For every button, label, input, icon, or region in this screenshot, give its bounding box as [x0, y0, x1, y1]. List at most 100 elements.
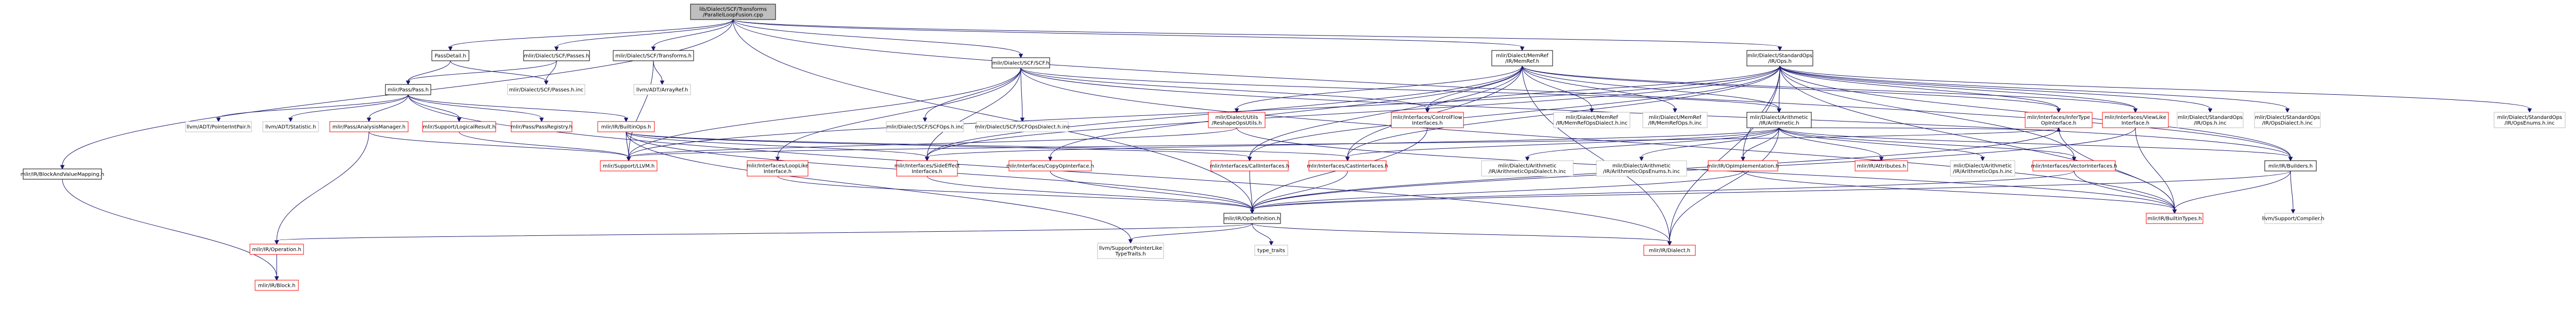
- node-label: Interface.h: [764, 169, 792, 175]
- node-opdef: mlir/IR/OpDefinition.h: [1223, 213, 1281, 224]
- node-label: mlir/Dialect/StandardOps: [1747, 53, 1812, 59]
- node-label: mlir/IR/Dialect.h: [1649, 248, 1691, 254]
- node-callinterfaces[interactable]: mlir/Interfaces/CallInterfaces.h: [1210, 160, 1289, 171]
- dependency-edge: [777, 176, 1255, 214]
- dependency-edge: [1667, 127, 1779, 246]
- dependency-edge: [368, 131, 631, 162]
- node-label: /ReshapeOpsUtils.h: [1211, 121, 1261, 126]
- node-passh: mlir/Pass/Pass.h: [385, 84, 431, 95]
- node-analysismgr[interactable]: mlir/Pass/AnalysisManager.h: [329, 121, 409, 132]
- dependency-edge: [1020, 67, 1025, 123]
- node-label: llvm/ADT/Statistic.h: [265, 125, 316, 130]
- node-label: TypeTraits.h: [1115, 251, 1146, 257]
- node-label: mlir/Dialect/StandardOps: [2255, 115, 2320, 121]
- node-castinterfaces[interactable]: mlir/Interfaces/CastInterfaces.h: [1307, 160, 1388, 171]
- node-root: lib/Dialect/SCF/Transforms/ParallelLoopF…: [690, 4, 776, 20]
- node-label: Interfaces.h: [1412, 121, 1443, 126]
- dependency-edge: [922, 67, 1021, 123]
- node-label: mlir/Interfaces/InferType: [2027, 115, 2090, 121]
- dependency-edge: [1777, 65, 1781, 113]
- node-block[interactable]: mlir/IR/Block.h: [255, 280, 299, 291]
- node-scfopsinc: mlir/Dialect/SCF/SCFOps.h.inc: [886, 121, 964, 132]
- node-logical[interactable]: mlir/Support/LogicalResult.h: [422, 121, 496, 132]
- node-label: mlir/Dialect/StandardOps: [2497, 115, 2562, 121]
- node-opimpl[interactable]: mlir/IR/OpImplementation.h: [1707, 160, 1779, 171]
- dependency-edge: [1741, 127, 1779, 162]
- node-label: mlir/Interfaces/LoopLike: [747, 163, 809, 169]
- node-label: mlir/Support/LLVM.h: [603, 164, 655, 169]
- dependency-edge: [924, 127, 1779, 162]
- node-passregistry[interactable]: mlir/Pass/PassRegistry.h: [511, 121, 573, 132]
- node-aritdialectinc: mlir/Dialect/Arithmetic/IR/ArithmeticOps…: [1481, 160, 1574, 177]
- dependency-edge: [406, 60, 557, 85]
- dependency-edge: [408, 94, 462, 123]
- dependency-edge: [1779, 127, 2061, 132]
- node-label: mlir/Dialect/SCF/SCF.h: [992, 61, 1050, 66]
- node-label: /IR/MemRefOps.h.inc: [1648, 121, 1702, 126]
- node-label: mlir/IR/BuiltinTypes.h: [2147, 216, 2202, 222]
- node-label: mlir/Dialect/Arithmetic: [1498, 163, 1556, 169]
- node-label: /IR/ArithmeticOps.h.inc: [1953, 169, 2012, 175]
- dependency-edge: [2290, 170, 2296, 214]
- node-dialect[interactable]: mlir/IR/Dialect.h: [1643, 245, 1696, 256]
- node-label: mlir/Dialect/SCF/Passes.h.inc: [509, 88, 583, 93]
- node-label: llvm/ADT/PointerIntPair.h: [187, 125, 250, 130]
- dependency-edge: [1250, 170, 2075, 214]
- node-label: mlir/Pass/Pass.h: [388, 88, 429, 93]
- dependency-edge: [1252, 223, 1672, 246]
- dependency-edge: [733, 19, 1525, 52]
- node-scfopsdialect: mlir/Dialect/SCF/SCFOpsDialect.h.inc: [975, 121, 1070, 132]
- node-label: mlir/IR/BuiltinOps.h: [601, 125, 651, 130]
- node-label: llvm/ADT/ArrayRef.h: [636, 88, 688, 93]
- node-compiler: llvm/Support/Compiler.h: [2262, 213, 2325, 224]
- node-label: type_traits: [1257, 248, 1285, 254]
- node-attributes[interactable]: mlir/IR/Attributes.h: [1855, 160, 1908, 171]
- dependency-edge: [733, 19, 2293, 162]
- node-operation[interactable]: mlir/IR/Operation.h: [249, 244, 304, 255]
- node-builtintypes[interactable]: mlir/IR/BuiltinTypes.h: [2146, 213, 2203, 224]
- dependency-edge: [1250, 170, 1743, 214]
- node-vectorinterfaces[interactable]: mlir/Interfaces/VectorInterfaces.h: [2031, 160, 2117, 171]
- dependency-edge: [1779, 127, 2293, 162]
- node-label: /IR/ArithmeticOpsDialect.h.inc: [1489, 169, 1566, 175]
- node-label: mlir/IR/BlockAndValueMapping.h: [21, 172, 105, 178]
- node-label: mlir/Interfaces/VectorInterfaces.h: [2031, 164, 2117, 169]
- node-statistic: llvm/ADT/Statistic.h: [262, 121, 319, 132]
- node-label: mlir/Interfaces/CallInterfaces.h: [1210, 164, 1289, 169]
- node-label: mlir/Dialect/SCF/Passes.h: [524, 54, 590, 59]
- node-label: /IR/MemRef.h: [1505, 59, 1539, 64]
- node-stdops: mlir/Dialect/StandardOps/IR/Ops.h: [1746, 50, 1813, 66]
- node-label: mlir/IR/OpImplementation.h: [1707, 164, 1779, 169]
- node-supportllvm[interactable]: mlir/Support/LLVM.h: [600, 160, 658, 171]
- dependency-edge: [1779, 65, 2138, 113]
- dependency-edge: [1779, 65, 2290, 113]
- node-stdopsenums: mlir/Dialect/StandardOps/IR/OpsEnums.h.i…: [2494, 112, 2566, 128]
- dependency-edge: [1667, 65, 1780, 246]
- dependency-edge: [1779, 127, 1884, 162]
- node-builtinops[interactable]: mlir/IR/BuiltinOps.h: [597, 121, 655, 132]
- dependency-edge: [554, 19, 733, 52]
- dependency-edge: [288, 94, 409, 123]
- node-label: mlir/Dialect/Arithmetic: [1954, 163, 2012, 169]
- dependency-edge: [733, 19, 1023, 59]
- node-label: llvm/Support/PointerLike: [1099, 246, 1163, 251]
- node-label: mlir/Interfaces/ControlFlow: [1392, 115, 1462, 121]
- node-scfpasses: mlir/Dialect/SCF/Passes.h: [523, 50, 590, 61]
- node-label: mlir/IR/OpDefinition.h: [1224, 216, 1280, 222]
- node-label: mlir/Dialect/Utils: [1215, 115, 1258, 121]
- dependency-edge: [1779, 65, 2061, 113]
- node-label: mlir/Dialect/SCF/Transforms.h: [615, 54, 692, 59]
- node-label: /IR/Ops.h.inc: [2194, 121, 2226, 126]
- node-label: mlir/Interfaces/SideEffect: [895, 163, 960, 169]
- node-reshapeutils[interactable]: mlir/Dialect/Utils/ReshapeOpsUtils.h: [1208, 112, 1266, 128]
- node-copyop[interactable]: mlir/Interfaces/CopyOpInterface.h: [1006, 160, 1094, 171]
- dependency-edge: [544, 60, 557, 85]
- dependency-edge: [1345, 127, 1779, 162]
